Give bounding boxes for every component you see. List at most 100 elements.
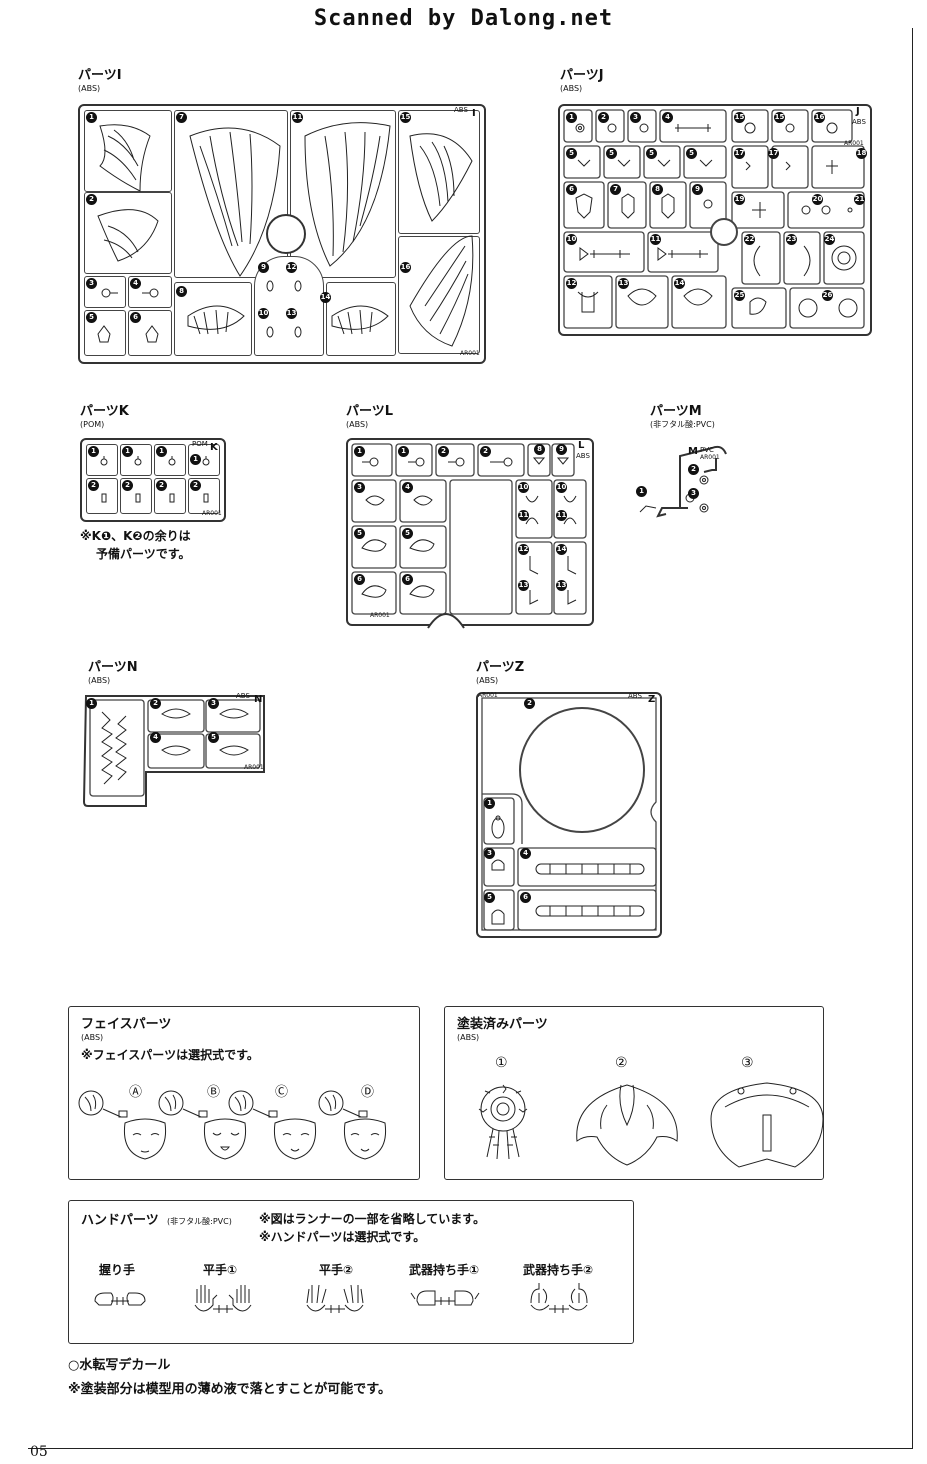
painted-part-number: ② xyxy=(615,1055,628,1071)
runner-m-title: パーツM xyxy=(650,404,702,419)
part-number: 7 xyxy=(176,112,187,123)
part-number: 13 xyxy=(618,278,629,289)
runner-material-tag: ABS xyxy=(628,692,642,700)
runner-material-tag: POM xyxy=(192,440,208,448)
part-number: 1 xyxy=(398,446,409,457)
runner-m-sprue xyxy=(639,445,727,518)
face-parts-title: フェイスパーツ xyxy=(81,1017,172,1032)
part-number: 2 xyxy=(88,480,99,491)
part-number: 20 xyxy=(812,194,823,205)
runner-letter: J xyxy=(856,106,860,117)
part-number: 9 xyxy=(692,184,703,195)
part-number: 15 xyxy=(400,112,411,123)
part-number: 14 xyxy=(674,278,685,289)
runner-n-frame xyxy=(82,695,265,807)
part-number: 4 xyxy=(402,482,413,493)
part-number: 18 xyxy=(856,148,867,159)
part-number: 13 xyxy=(286,308,297,319)
part-number: 3 xyxy=(484,848,495,859)
runner-j-grid xyxy=(563,109,865,329)
part-number: 22 xyxy=(744,234,755,245)
runner-z-material: (ABS) xyxy=(476,676,499,685)
part-cell xyxy=(174,282,252,356)
part-number: 23 xyxy=(786,234,797,245)
face-option-a: Ⓐ xyxy=(129,1085,143,1100)
part-number: 10 xyxy=(556,482,567,493)
part-number: 15 xyxy=(734,112,745,123)
part-number: 11 xyxy=(292,112,303,123)
pin-illustrations xyxy=(100,456,210,503)
part-number: 5 xyxy=(208,732,219,743)
runner-l-material: (ABS) xyxy=(346,420,369,429)
part-number: 5 xyxy=(686,148,697,159)
runner-l-grid xyxy=(351,443,587,615)
part-number: 2 xyxy=(190,480,201,491)
part-number: 2 xyxy=(150,698,161,709)
runner-letter: I xyxy=(472,108,476,119)
hand-label: 平手① xyxy=(203,1263,238,1277)
part-number: 1 xyxy=(354,446,365,457)
part-number: 9 xyxy=(258,262,269,273)
part-number: 3 xyxy=(688,488,699,499)
wing-illustrations xyxy=(97,122,474,347)
runner-i-material: (ABS) xyxy=(78,84,101,93)
part-number: 17 xyxy=(768,148,779,159)
part-number: 1 xyxy=(86,698,97,709)
part-number: 4 xyxy=(662,112,673,123)
runner-l-arc xyxy=(427,613,465,629)
runner-letter: Z xyxy=(648,694,656,705)
part-number: 3 xyxy=(86,278,97,289)
part-number: 13 xyxy=(556,580,567,591)
runner-k-title: パーツK xyxy=(80,404,129,419)
part-number: 6 xyxy=(566,184,577,195)
part-number: 6 xyxy=(520,892,531,903)
face-option-b: Ⓑ xyxy=(207,1085,221,1100)
runner-z-grid xyxy=(481,697,657,931)
part-number: 3 xyxy=(354,482,365,493)
runner-letter: K xyxy=(210,442,218,453)
k-note-line1: ※K❶、K❷の余りは xyxy=(80,529,191,543)
part-number: 11 xyxy=(650,234,661,245)
hand-parts-note2: ※ハンドパーツは選択式です。 xyxy=(259,1230,426,1244)
part-number: 14 xyxy=(556,544,567,555)
part-number: 1 xyxy=(484,798,495,809)
runner-l-title: パーツL xyxy=(346,404,394,419)
part-number: 5 xyxy=(606,148,617,159)
runner-ring xyxy=(266,214,306,254)
part-number: 2 xyxy=(524,698,535,709)
painted-part-number: ① xyxy=(495,1055,508,1071)
runner-i: 1 2 3 4 5 6 7 8 9 10 11 12 13 14 15 16 A… xyxy=(78,104,486,364)
page-border xyxy=(912,28,913,1448)
hand-label: 武器持ち手② xyxy=(523,1263,594,1277)
runner-m-material: (非フタル酸:PVC) xyxy=(650,420,715,429)
part-number: 19 xyxy=(734,194,745,205)
part-number: 12 xyxy=(518,544,529,555)
part-number: 10 xyxy=(518,482,529,493)
runner-j: 1 2 3 4 5 5 5 5 6 7 8 9 10 11 12 13 14 1… xyxy=(558,104,872,336)
part-cell xyxy=(86,444,118,476)
hand-parts-box: ハンドパーツ (非フタル酸:PVC) ※図はランナーの一部を省略しています。 ※… xyxy=(68,1200,634,1344)
runner-material-tag: PVC xyxy=(700,446,714,454)
runner-material-tag: ABS xyxy=(576,452,590,460)
part-number: 21 xyxy=(854,194,865,205)
part-number: 9 xyxy=(556,444,567,455)
part-number: 1 xyxy=(190,454,201,465)
part-number: 3 xyxy=(208,698,219,709)
face-option-d: Ⓓ xyxy=(361,1085,375,1100)
part-number: 11 xyxy=(518,510,529,521)
runner-code: AR001 xyxy=(700,454,720,461)
part-number: 1 xyxy=(636,486,647,497)
paint-note: ※塗装部分は模型用の薄め液で落とすことが可能です。 xyxy=(68,1382,391,1397)
runner-z: 2 1 3 4 5 6 Z ABS AR001 xyxy=(476,692,662,938)
part-number: 1 xyxy=(566,112,577,123)
runner-letter: M xyxy=(688,446,698,457)
painted-parts-box: 塗装済みパーツ (ABS) ① ② ③ xyxy=(444,1006,824,1180)
decal-note: ○水転写デカール xyxy=(68,1358,171,1373)
hand-parts-title: ハンドパーツ xyxy=(81,1213,159,1228)
hand-label: 握り手 xyxy=(99,1263,136,1277)
runner-code: AR001 xyxy=(460,350,480,357)
hand-label: 武器持ち手① xyxy=(409,1263,480,1277)
watermark: Scanned by Dalong.net xyxy=(313,6,614,31)
runner-n-title: パーツN xyxy=(88,660,138,675)
hand-parts-note1: ※図はランナーの一部を省略しています。 xyxy=(259,1212,486,1226)
